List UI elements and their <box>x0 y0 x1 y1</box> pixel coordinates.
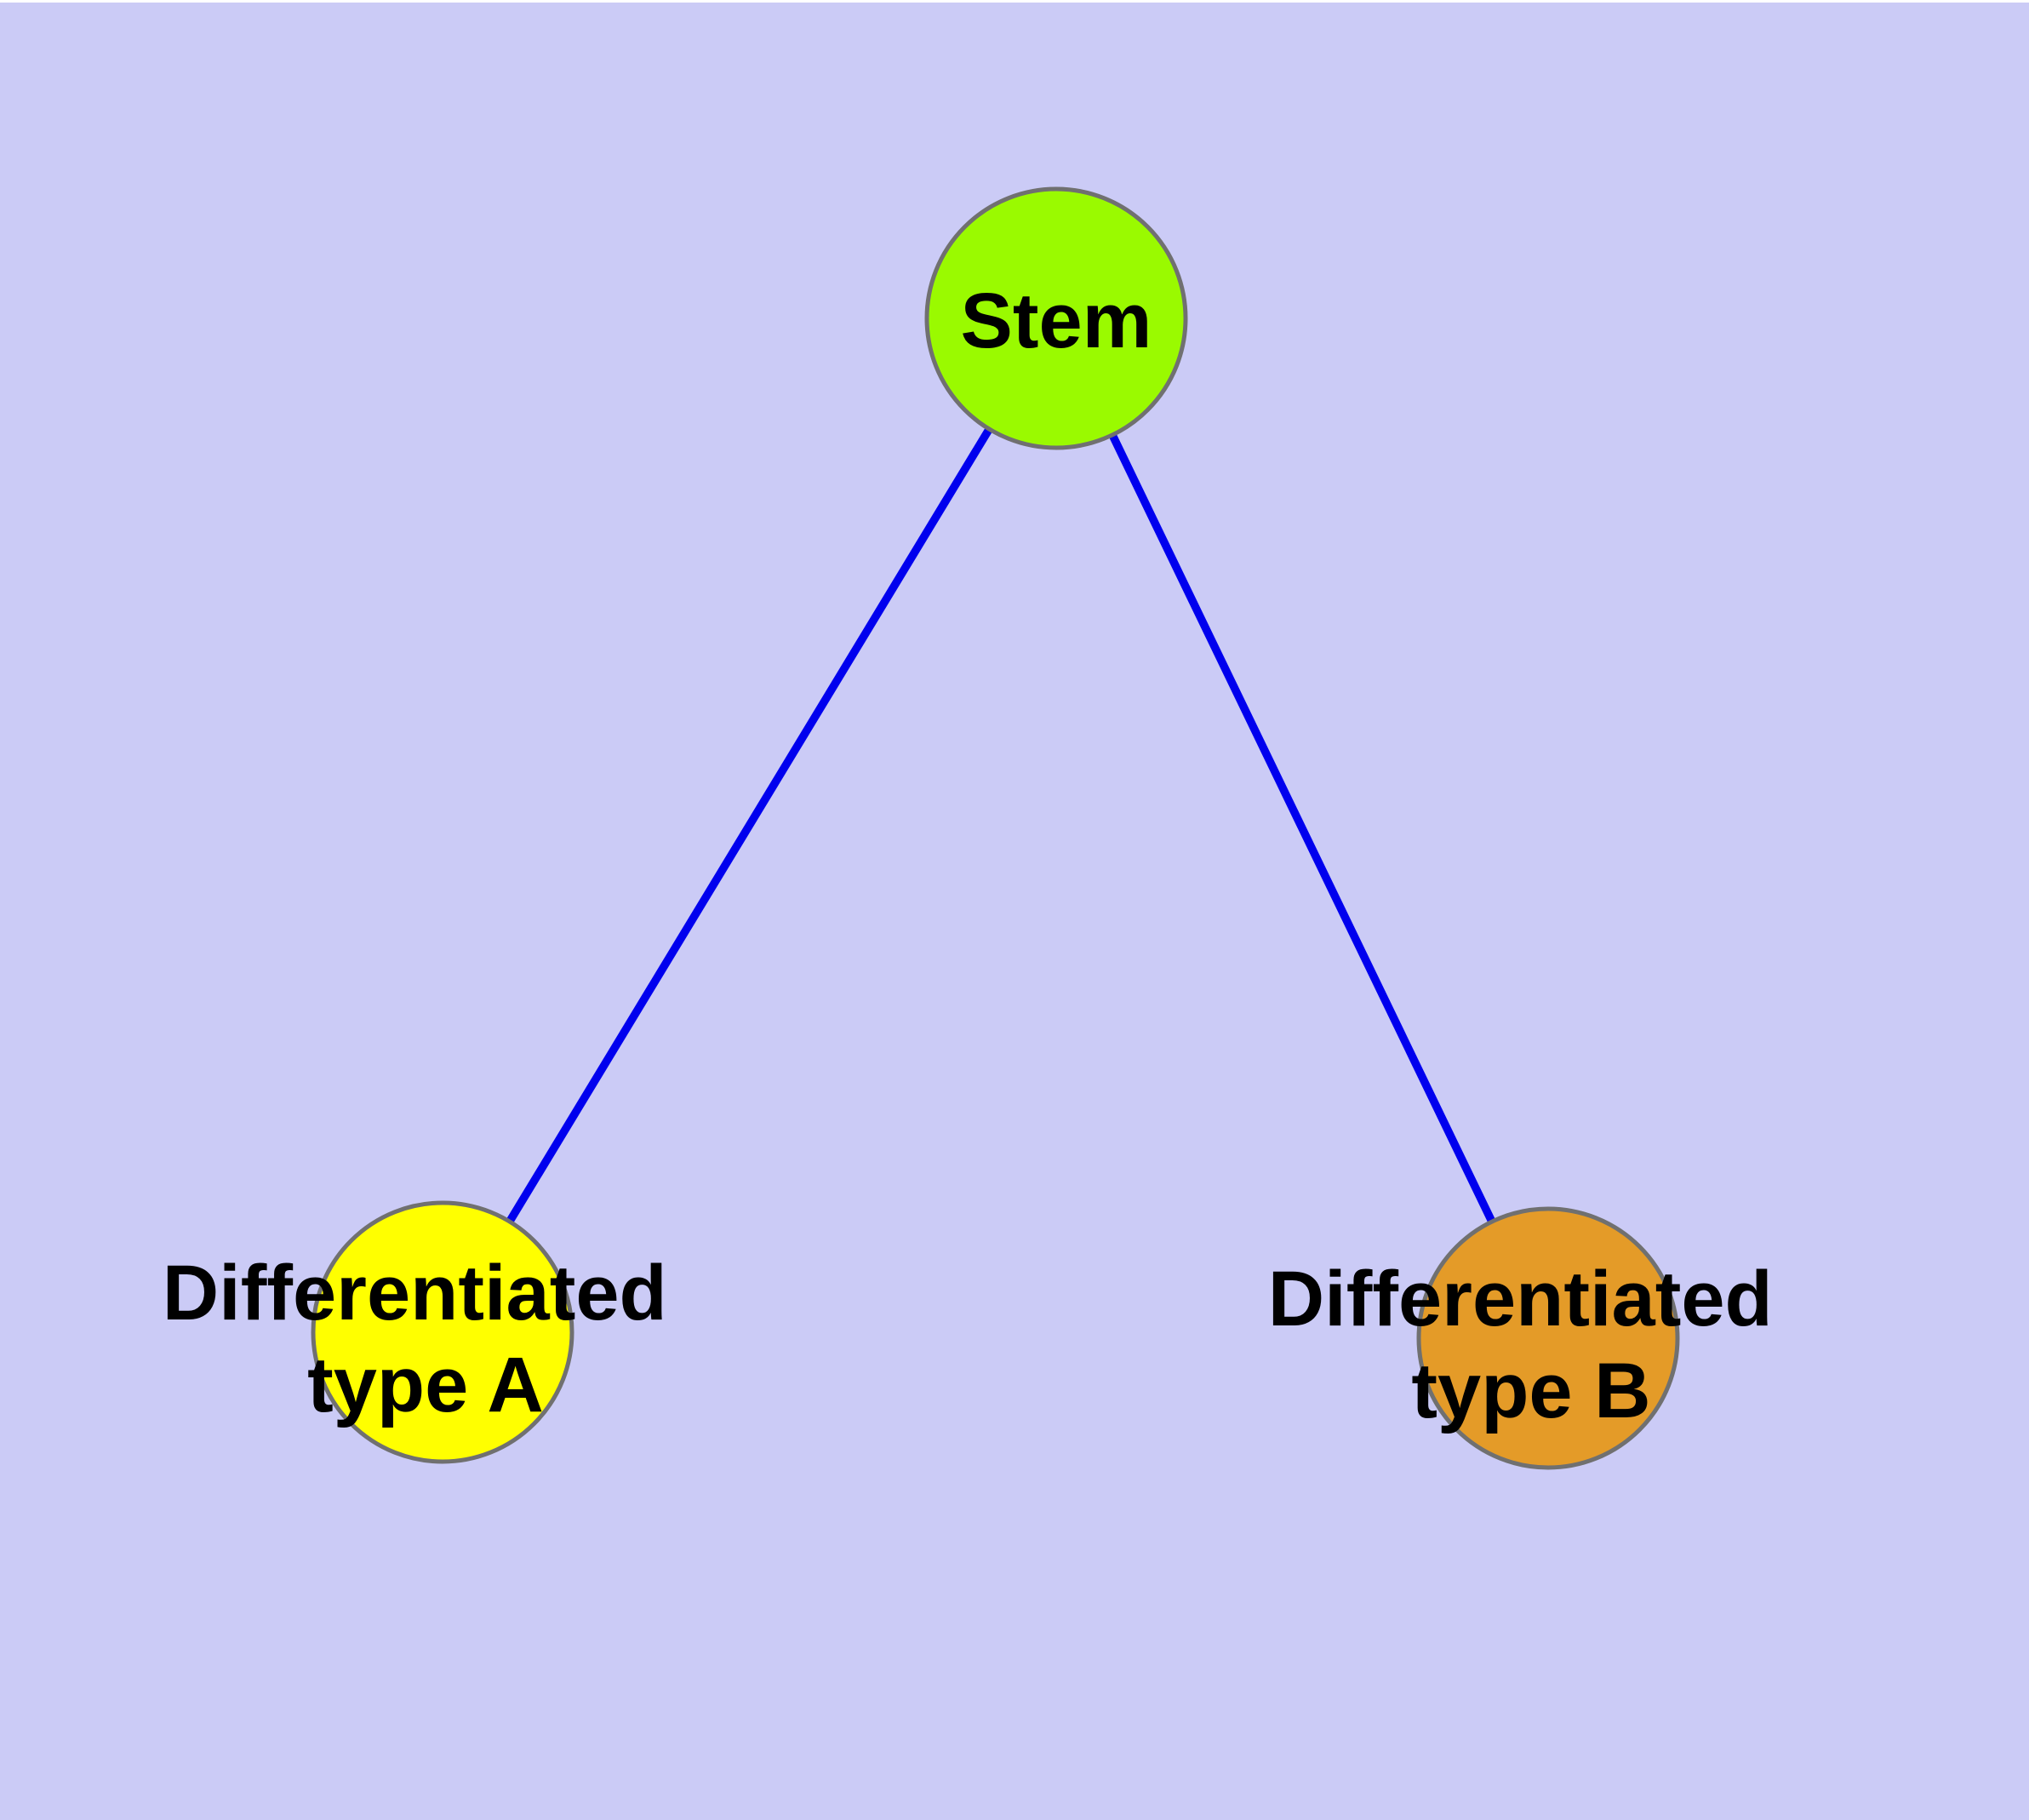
type-a-node-circle[interactable] <box>311 1200 574 1464</box>
edge-layer <box>438 316 1552 1341</box>
type-b-node-circle[interactable] <box>1416 1206 1680 1470</box>
stem-node-label: Stem <box>961 278 1152 364</box>
type-b-label-line2: type B <box>1411 1348 1650 1434</box>
type-b-node-label: Differentiated type B <box>1268 1256 1795 1434</box>
type-a-node-label: Differentiated type A <box>163 1250 689 1428</box>
stem-node-circle[interactable] <box>924 186 1188 450</box>
type-a-label-line2: type A <box>307 1342 544 1428</box>
node-type-a[interactable]: Differentiated type A <box>163 1200 689 1464</box>
edge-stem-to-type-a <box>438 316 1060 1335</box>
type-b-label-line1: Differentiated <box>1268 1256 1773 1342</box>
node-stem[interactable]: Stem <box>924 186 1188 450</box>
type-a-label-line1: Differentiated <box>163 1250 667 1336</box>
node-type-b[interactable]: Differentiated type B <box>1268 1206 1795 1470</box>
edge-stem-to-type-b <box>1052 316 1552 1341</box>
